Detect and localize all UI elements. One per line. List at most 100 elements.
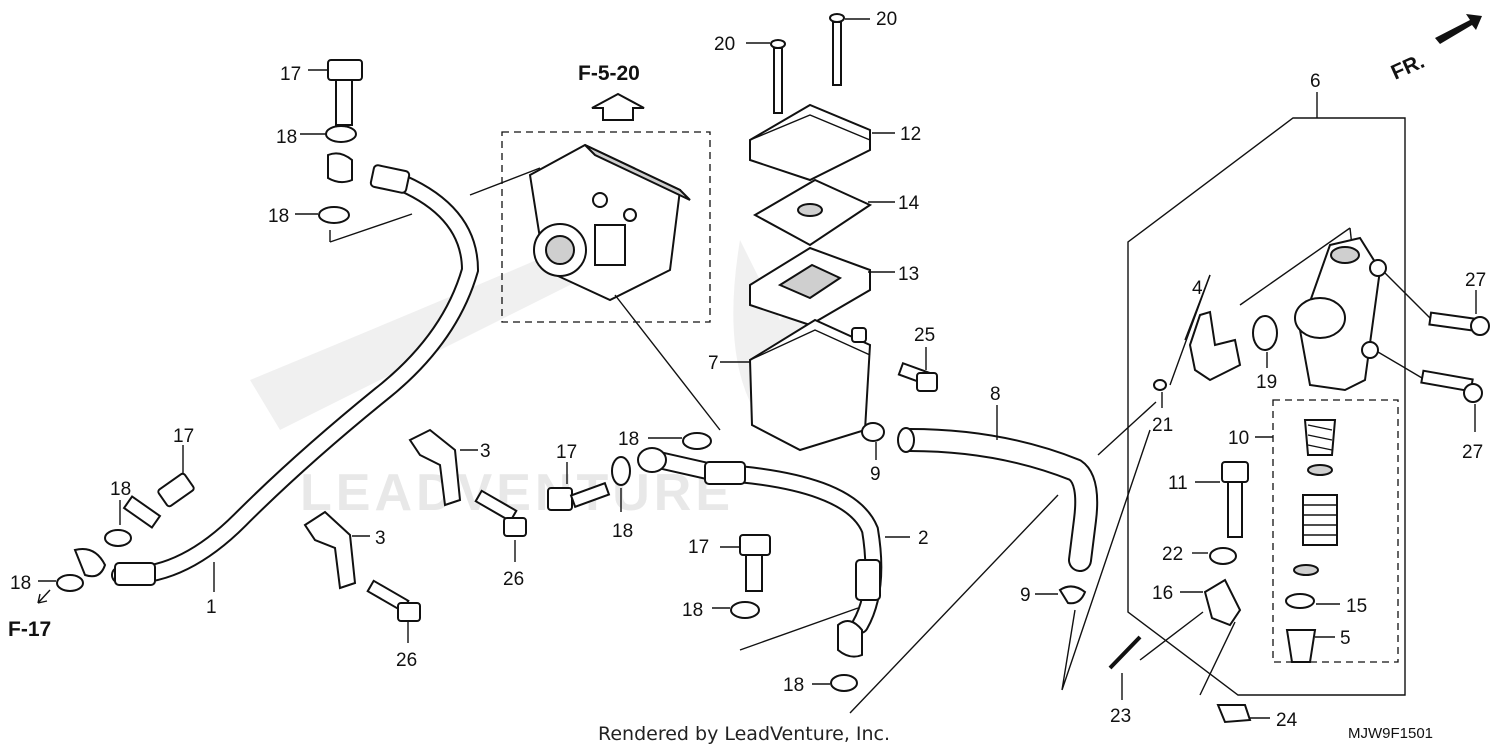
clevis-16 xyxy=(1180,578,1242,627)
reservoir-7 xyxy=(720,318,872,452)
callout-10: 10 xyxy=(1228,428,1249,449)
washer-18-c xyxy=(104,529,132,547)
master-cylinder-body xyxy=(1294,236,1387,392)
bolt-26-lower xyxy=(366,579,421,643)
callout-5: 5 xyxy=(1340,628,1351,649)
callout-7: 7 xyxy=(708,353,719,374)
callout-22: 22 xyxy=(1162,544,1183,565)
arrow-to-f17 xyxy=(37,589,51,604)
callout-18-h: 18 xyxy=(783,675,804,696)
callout-6: 6 xyxy=(1310,71,1321,92)
banjo-fitting xyxy=(327,152,353,184)
callout-3-lower: 3 xyxy=(375,528,386,549)
callout-12: 12 xyxy=(900,124,921,145)
callout-11: 11 xyxy=(1168,473,1188,494)
washer-18-a xyxy=(325,125,357,143)
washer-18-g xyxy=(730,601,760,619)
circlip-15 xyxy=(1285,593,1315,609)
ref-f-5-20: F-5-20 xyxy=(578,62,640,85)
callout-20-left: 20 xyxy=(714,34,735,55)
footer-credit: Rendered by LeadVenture, Inc. xyxy=(598,723,890,745)
callout-18-d: 18 xyxy=(10,573,31,594)
clip-24 xyxy=(1199,621,1270,724)
clip-9-lower xyxy=(1035,585,1087,605)
washer-18-h xyxy=(830,674,858,692)
o-ring-19 xyxy=(1252,315,1278,351)
bolt-17-bottom xyxy=(720,534,771,592)
washer-18-f xyxy=(682,432,712,450)
washer-18-b xyxy=(318,206,350,224)
bolt-17-center xyxy=(547,462,611,511)
callout-24: 24 xyxy=(1276,710,1298,731)
front-label: FR. xyxy=(1388,50,1428,85)
bolt-27-lower xyxy=(1377,351,1483,432)
diaphragm-plate-14 xyxy=(752,178,895,247)
callout-13: 13 xyxy=(898,264,919,285)
washer-18-e xyxy=(611,456,631,486)
callout-4: 4 xyxy=(1192,278,1203,299)
callout-27-upper: 27 xyxy=(1465,270,1486,291)
callout-8: 8 xyxy=(990,384,1001,405)
callout-26-upper: 26 xyxy=(503,569,524,590)
bolt-27-upper xyxy=(1383,271,1490,336)
abs-modulator-unit xyxy=(528,143,691,302)
callout-17-b: 17 xyxy=(173,426,194,447)
boot-5 xyxy=(1285,629,1317,663)
clip-9-upper xyxy=(861,422,885,460)
hose-joint-4 xyxy=(1169,274,1242,386)
brake-hose-1 xyxy=(111,164,480,592)
callout-18-e: 18 xyxy=(612,521,633,542)
screw-20-right xyxy=(829,13,870,86)
callout-15: 15 xyxy=(1346,596,1367,617)
bolt-17-left xyxy=(122,445,195,529)
callout-18-a: 18 xyxy=(276,127,297,148)
washer-18-d xyxy=(56,574,84,592)
piston-kit-box-10 xyxy=(1272,399,1399,663)
callout-16: 16 xyxy=(1152,583,1173,604)
callout-3-upper: 3 xyxy=(480,441,491,462)
callout-21: 21 xyxy=(1152,415,1173,436)
banjo-fitting-left xyxy=(73,548,107,578)
brake-hose-2 xyxy=(637,447,910,658)
up-arrow-icon xyxy=(591,92,645,121)
callout-17-a: 17 xyxy=(280,64,301,85)
screw-20-left xyxy=(746,39,786,114)
callout-18-g: 18 xyxy=(682,600,703,621)
callout-18-b: 18 xyxy=(268,206,289,227)
pushrod-11 xyxy=(1195,461,1249,538)
bolt-17-top xyxy=(308,59,363,126)
front-direction-indicator: FR. xyxy=(1388,14,1482,85)
callout-25: 25 xyxy=(914,325,935,346)
diaphragm-13 xyxy=(749,246,895,327)
reservoir-hose-8 xyxy=(897,405,1099,572)
callout-9-upper: 9 xyxy=(870,464,881,485)
abs-modulator-box xyxy=(501,131,711,323)
callout-27-lower: 27 xyxy=(1462,442,1483,463)
diagram-code: MJW9F1501 xyxy=(1348,725,1433,742)
pin-23 xyxy=(1108,611,1204,700)
clamp-3-upper xyxy=(408,428,478,507)
screw-21 xyxy=(1153,379,1167,408)
callout-17-d: 17 xyxy=(688,537,709,558)
callout-23: 23 xyxy=(1110,706,1131,727)
callout-26-lower: 26 xyxy=(396,650,417,671)
reservoir-cap-12 xyxy=(749,103,895,182)
callout-17-c: 17 xyxy=(556,442,577,463)
callout-18-c: 18 xyxy=(110,479,131,500)
callout-18-f: 18 xyxy=(618,429,639,450)
bolt-26-upper xyxy=(474,489,527,562)
ref-f-17: F-17 xyxy=(8,618,51,641)
watermark-text: LEADVENTURE xyxy=(300,464,734,522)
piston-kit-parts xyxy=(1293,419,1338,576)
bolt-25 xyxy=(897,347,938,392)
clamp-3-lower xyxy=(303,510,370,590)
callout-19: 19 xyxy=(1256,372,1277,393)
callout-9-lower: 9 xyxy=(1020,585,1031,606)
nut-22 xyxy=(1209,547,1237,565)
callout-1: 1 xyxy=(206,597,217,618)
callout-2: 2 xyxy=(918,528,929,549)
callout-14: 14 xyxy=(898,193,920,214)
abs-modulator-group: F-5-20 xyxy=(469,62,721,431)
callout-20-right: 20 xyxy=(876,9,897,30)
